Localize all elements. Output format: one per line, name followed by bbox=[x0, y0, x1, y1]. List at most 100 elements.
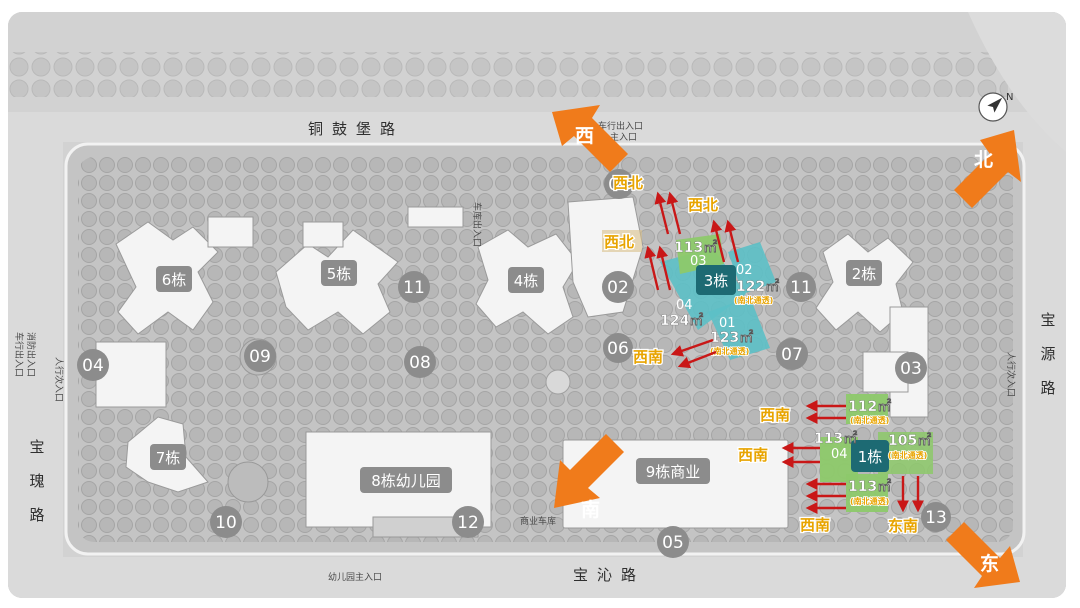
building-4: 4栋 bbox=[508, 267, 544, 293]
direction-west: 西 bbox=[552, 105, 628, 172]
svg-text:N: N bbox=[1006, 92, 1013, 103]
zone-08: 08 bbox=[404, 346, 436, 378]
south-road bbox=[8, 557, 1066, 598]
zone-10: 10 bbox=[210, 506, 242, 538]
unit-b3-03-area: 113㎡ bbox=[674, 239, 717, 256]
commercial-garage-label: 商业车库 bbox=[520, 515, 556, 527]
unit-b3-02-area: 122㎡ bbox=[736, 278, 779, 295]
road-east: 宝源路 bbox=[1040, 311, 1055, 397]
orientation-b3-sw: 西南 bbox=[633, 348, 663, 366]
svg-text:9栋商业: 9栋商业 bbox=[646, 463, 701, 481]
svg-text:西: 西 bbox=[575, 125, 594, 147]
svg-text:5栋: 5栋 bbox=[327, 265, 352, 283]
west-fire-label: 消防出入口 bbox=[25, 332, 37, 377]
corner-road bbox=[968, 12, 1066, 152]
building-3-arrows bbox=[644, 191, 740, 369]
orientation-b3-nw-left-bg bbox=[602, 230, 642, 252]
unit-b3-01-area: 123㎡ bbox=[710, 329, 753, 346]
west-road bbox=[8, 142, 63, 562]
svg-text:11: 11 bbox=[403, 278, 425, 298]
svg-text:2栋: 2栋 bbox=[852, 265, 877, 283]
svg-text:09: 09 bbox=[249, 347, 271, 367]
zone-06: 06 bbox=[603, 333, 633, 363]
unit-b1-04-code: 04 bbox=[831, 447, 848, 462]
orientation-b1-se: 东南 bbox=[888, 517, 918, 535]
zone-01: 01 bbox=[604, 169, 634, 199]
north-gate-label: 车行出入口 bbox=[598, 120, 643, 132]
building-2: 2栋 bbox=[846, 260, 882, 286]
road-west: 宝瑰路 bbox=[29, 438, 44, 524]
building-3: 3栋 bbox=[696, 265, 736, 295]
zone-12: 12 bbox=[452, 506, 484, 538]
svg-text:06: 06 bbox=[607, 339, 629, 359]
unit-b3-01-code: 01 bbox=[719, 316, 736, 331]
svg-text:01: 01 bbox=[608, 175, 630, 195]
unit-b3-03-code: 03 bbox=[690, 254, 707, 269]
building-9-commercial: 9栋商业 bbox=[636, 458, 710, 484]
unit-b1-113b-area: 113㎡ bbox=[848, 478, 891, 495]
zone-09: 09 bbox=[244, 340, 276, 372]
svg-text:07: 07 bbox=[781, 345, 803, 365]
east-road bbox=[1023, 142, 1066, 562]
svg-text:东: 东 bbox=[980, 552, 999, 575]
unit-b3-04-area: 124㎡ bbox=[660, 312, 703, 329]
orientation-b1-sw-1: 西南 bbox=[760, 406, 790, 424]
building-8-kindergarten: 8栋幼儿园 bbox=[360, 467, 452, 493]
svg-text:北: 北 bbox=[974, 149, 993, 171]
road-north: 铜鼓堡路 bbox=[308, 120, 404, 138]
kindergarten-entrance-label: 幼儿园主入口 bbox=[328, 571, 382, 583]
building-1: 1栋 bbox=[851, 440, 889, 472]
orientation-b1-sw-3: 西南 bbox=[800, 516, 830, 534]
building-5: 5栋 bbox=[321, 260, 357, 286]
svg-text:宝源路: 宝源路 bbox=[1040, 311, 1055, 397]
svg-text:宝瑰路: 宝瑰路 bbox=[29, 438, 44, 524]
north-road bbox=[8, 112, 1066, 142]
north-garage-label: 车库出入口 bbox=[471, 202, 483, 247]
svg-text:3栋: 3栋 bbox=[704, 272, 729, 290]
orientation-b3-nw-left: 西北 bbox=[604, 233, 634, 251]
building-7: 7栋 bbox=[150, 444, 186, 470]
svg-text:1栋: 1栋 bbox=[858, 448, 883, 466]
svg-text:03: 03 bbox=[900, 359, 922, 379]
svg-text:12: 12 bbox=[457, 513, 479, 533]
unit-b3-04-code: 04 bbox=[676, 298, 693, 313]
compass-icon: N bbox=[978, 92, 1013, 122]
svg-text:7栋: 7栋 bbox=[156, 449, 181, 467]
unit-b1-112-note: (南北通透) bbox=[850, 415, 889, 425]
zone-02: 02 bbox=[602, 271, 634, 303]
zone-05: 05 bbox=[657, 526, 689, 558]
direction-south: 南 bbox=[554, 434, 624, 521]
north-main-label: 主入口 bbox=[610, 131, 637, 143]
site-plan-svg: 铜鼓堡路 宝沁路 宝源路 宝瑰路 车行出入口 主入口 车库出入口 车行出入口 消… bbox=[8, 12, 1066, 598]
svg-text:04: 04 bbox=[82, 356, 104, 376]
east-ped-label: 人行次入口 bbox=[1005, 352, 1017, 397]
site-plan-map: 铜鼓堡路 宝沁路 宝源路 宝瑰路 车行出入口 主入口 车库出入口 车行出入口 消… bbox=[8, 12, 1066, 598]
unit-b3-02-note: (南北通透) bbox=[734, 295, 773, 305]
west-gate-label: 车行出入口 bbox=[13, 332, 25, 377]
svg-text:10: 10 bbox=[215, 513, 237, 533]
unit-b1-113b-note: (南北通透) bbox=[850, 496, 889, 506]
orientation-b1-sw-2: 西南 bbox=[738, 446, 768, 464]
svg-text:11: 11 bbox=[790, 278, 812, 298]
svg-text:13: 13 bbox=[925, 508, 947, 528]
unit-b3-02-code: 02 bbox=[736, 263, 753, 278]
zone-13: 13 bbox=[921, 502, 951, 532]
west-ped-label: 人行次入口 bbox=[53, 357, 65, 402]
svg-text:6栋: 6栋 bbox=[162, 271, 187, 289]
svg-text:4栋: 4栋 bbox=[514, 272, 539, 290]
zone-03: 03 bbox=[895, 352, 927, 384]
svg-text:02: 02 bbox=[607, 278, 629, 298]
zone-07: 07 bbox=[776, 338, 808, 370]
svg-text:05: 05 bbox=[662, 533, 684, 553]
north-street-trees bbox=[8, 52, 1008, 97]
unit-b3-01-note: (南北通透) bbox=[710, 346, 749, 356]
unit-b1-105-area: 105㎡ bbox=[888, 432, 931, 449]
zone-11-east: 11 bbox=[786, 272, 816, 302]
svg-text:南: 南 bbox=[581, 499, 600, 521]
zone-04: 04 bbox=[77, 349, 109, 381]
svg-text:08: 08 bbox=[409, 353, 431, 373]
building-1-arrows bbox=[781, 400, 924, 514]
unit-b1-112-area: 112㎡ bbox=[848, 398, 891, 415]
building-1-units bbox=[820, 394, 933, 512]
direction-east: 东 bbox=[946, 522, 1020, 588]
